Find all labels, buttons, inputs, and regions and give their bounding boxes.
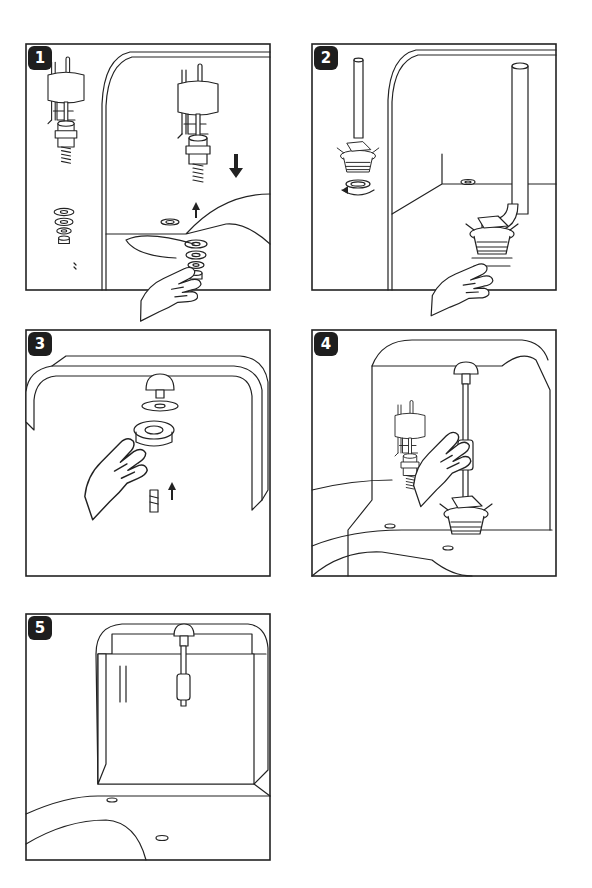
step-number: 1 xyxy=(28,46,52,70)
step-number: 5 xyxy=(28,616,52,640)
step-number: 3 xyxy=(28,332,52,356)
step-number: 2 xyxy=(314,46,338,70)
step-number: 4 xyxy=(314,332,338,356)
